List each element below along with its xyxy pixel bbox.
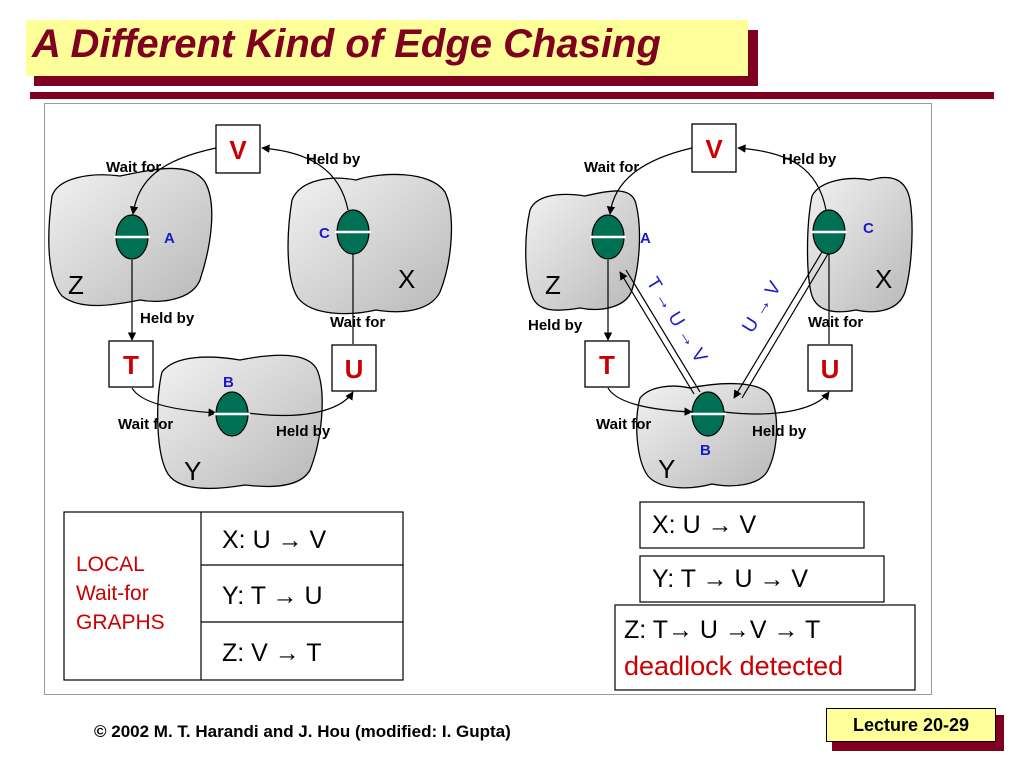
result-y-text: Y: T → U → V bbox=[652, 565, 808, 593]
result-z-text: Z: T→ U →V → T bbox=[624, 616, 820, 644]
right-resource-t-box bbox=[584, 340, 630, 388]
right-resource-u-label: U bbox=[821, 354, 840, 384]
local-wfg-table: LOCAL Wait-for GRAPHS X: U → V Y: T → U … bbox=[63, 511, 404, 681]
right-site-x-label: X bbox=[875, 264, 892, 294]
edge-b-to-u bbox=[247, 391, 354, 417]
title-box bbox=[26, 20, 748, 76]
right-edge-label-wait-for-top: Wait for bbox=[584, 159, 639, 176]
title-rule bbox=[30, 92, 994, 99]
resource-u-label: U bbox=[345, 354, 364, 384]
right-edge-label-wait-for-right: Wait for bbox=[808, 314, 863, 331]
process-b-label: B bbox=[223, 374, 234, 391]
edge-c-to-v bbox=[261, 144, 349, 211]
right-site-y-label: Y bbox=[658, 454, 675, 484]
edge-v-to-a bbox=[129, 147, 217, 215]
site-z-label: Z bbox=[68, 270, 84, 300]
edge-label-held-by-left: Held by bbox=[140, 310, 195, 327]
deadlock-detected-text: deadlock detected bbox=[624, 651, 843, 681]
edge-label-held-by-top: Held by bbox=[306, 151, 361, 168]
process-a-label: A bbox=[164, 230, 175, 247]
probe-label-u-v: U → V bbox=[738, 278, 786, 337]
table-row-z: Z: V → T bbox=[222, 639, 322, 667]
resource-u-box bbox=[331, 344, 377, 392]
right-edge-label-held-by-bottom: Held by bbox=[752, 423, 807, 440]
diagram-panel bbox=[44, 103, 932, 695]
result-box-z bbox=[614, 604, 916, 691]
right-edge-v-to-a bbox=[606, 147, 693, 215]
resource-v-box bbox=[215, 124, 261, 174]
result-box-x bbox=[639, 501, 865, 549]
resource-v-label: V bbox=[229, 135, 247, 165]
result-x-text: X: U → V bbox=[652, 511, 757, 539]
table-label-line3: GRAPHS bbox=[76, 611, 165, 634]
right-site-z-label: Z bbox=[545, 270, 561, 300]
right-edge-t-to-b bbox=[607, 387, 693, 416]
table-row-x: X: U → V bbox=[222, 526, 327, 554]
probe-c-to-b bbox=[733, 251, 829, 399]
lecture-badge: Lecture 20-29 bbox=[826, 708, 996, 742]
resource-t-box bbox=[108, 340, 154, 388]
table-label-line2: Wait-for bbox=[76, 582, 149, 605]
edge-label-wait-for-bottom: Wait for bbox=[118, 416, 173, 433]
right-diagram: T → U → V U → V V T U A C B Z X Y Wait f… bbox=[525, 123, 916, 691]
right-site-z-shape bbox=[525, 190, 641, 311]
right-resource-v-box bbox=[691, 123, 737, 173]
edge-label-held-by-bottom: Held by bbox=[276, 423, 331, 440]
right-process-c-label: C bbox=[863, 220, 874, 237]
right-resource-v-label: V bbox=[705, 134, 723, 164]
site-x-label: X bbox=[398, 264, 415, 294]
table-label-line1: LOCAL bbox=[76, 553, 145, 576]
right-edge-b-to-u bbox=[723, 391, 830, 415]
edge-label-wait-for-right: Wait for bbox=[330, 314, 385, 331]
right-resource-u-box bbox=[807, 344, 853, 392]
probe-b-to-a bbox=[619, 269, 701, 395]
edge-t-to-b bbox=[131, 387, 217, 417]
site-y-label: Y bbox=[184, 456, 201, 486]
right-edge-label-held-by-top: Held by bbox=[782, 151, 837, 168]
right-resource-t-label: T bbox=[599, 350, 615, 380]
right-edge-label-wait-for-bottom: Wait for bbox=[596, 416, 651, 433]
right-edge-label-held-by-left: Held by bbox=[528, 317, 583, 334]
edge-label-wait-for-top: Wait for bbox=[106, 159, 161, 176]
result-box-y bbox=[639, 555, 885, 603]
site-x-shape bbox=[287, 173, 453, 315]
left-diagram: V T U A C B Z X Y Wait for Held by Held … bbox=[48, 124, 453, 681]
right-edge-c-to-v bbox=[737, 144, 827, 211]
slide-title: A Different Kind of Edge Chasing bbox=[32, 22, 661, 66]
right-process-a-label: A bbox=[640, 230, 651, 247]
table-row-y: Y: T → U bbox=[222, 582, 323, 610]
copyright-footer: © 2002 M. T. Harandi and J. Hou (modifie… bbox=[94, 722, 511, 741]
resource-t-label: T bbox=[123, 350, 139, 380]
process-c-label: C bbox=[319, 225, 330, 242]
right-process-b-label: B bbox=[700, 442, 711, 459]
